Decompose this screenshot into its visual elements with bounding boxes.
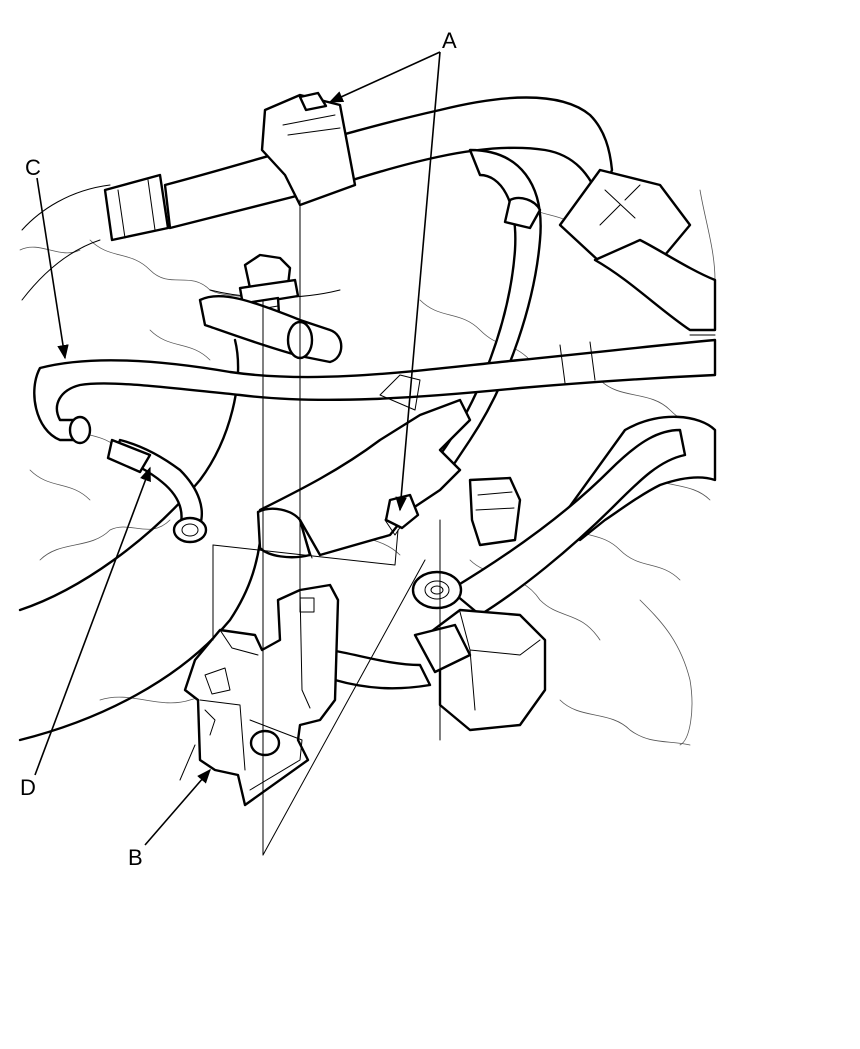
leader-b bbox=[144, 768, 211, 846]
callout-leaders bbox=[34, 51, 441, 846]
leader-a-upper bbox=[328, 51, 441, 103]
bracket-b bbox=[183, 583, 340, 807]
hose-d bbox=[106, 438, 208, 544]
callout-label-d: D bbox=[20, 775, 36, 800]
middle-hose bbox=[438, 148, 542, 472]
clamp-a-upper bbox=[260, 91, 357, 207]
leader-c bbox=[36, 177, 69, 360]
lower-connector bbox=[413, 608, 547, 732]
central-bracket bbox=[256, 374, 472, 559]
clamp-a-lower bbox=[384, 493, 420, 530]
leader-d bbox=[34, 466, 151, 776]
exploded-view-lines bbox=[179, 199, 716, 856]
callout-label-c: C bbox=[25, 155, 41, 180]
callout-label-a: A bbox=[442, 28, 457, 53]
callout-label-b: B bbox=[128, 845, 143, 870]
connector-wire bbox=[328, 648, 432, 690]
leader-a-lower bbox=[395, 51, 441, 512]
ring-nut bbox=[411, 570, 463, 610]
right-connector bbox=[558, 168, 717, 332]
hose-c bbox=[33, 338, 717, 445]
lower-pipe bbox=[448, 428, 687, 617]
